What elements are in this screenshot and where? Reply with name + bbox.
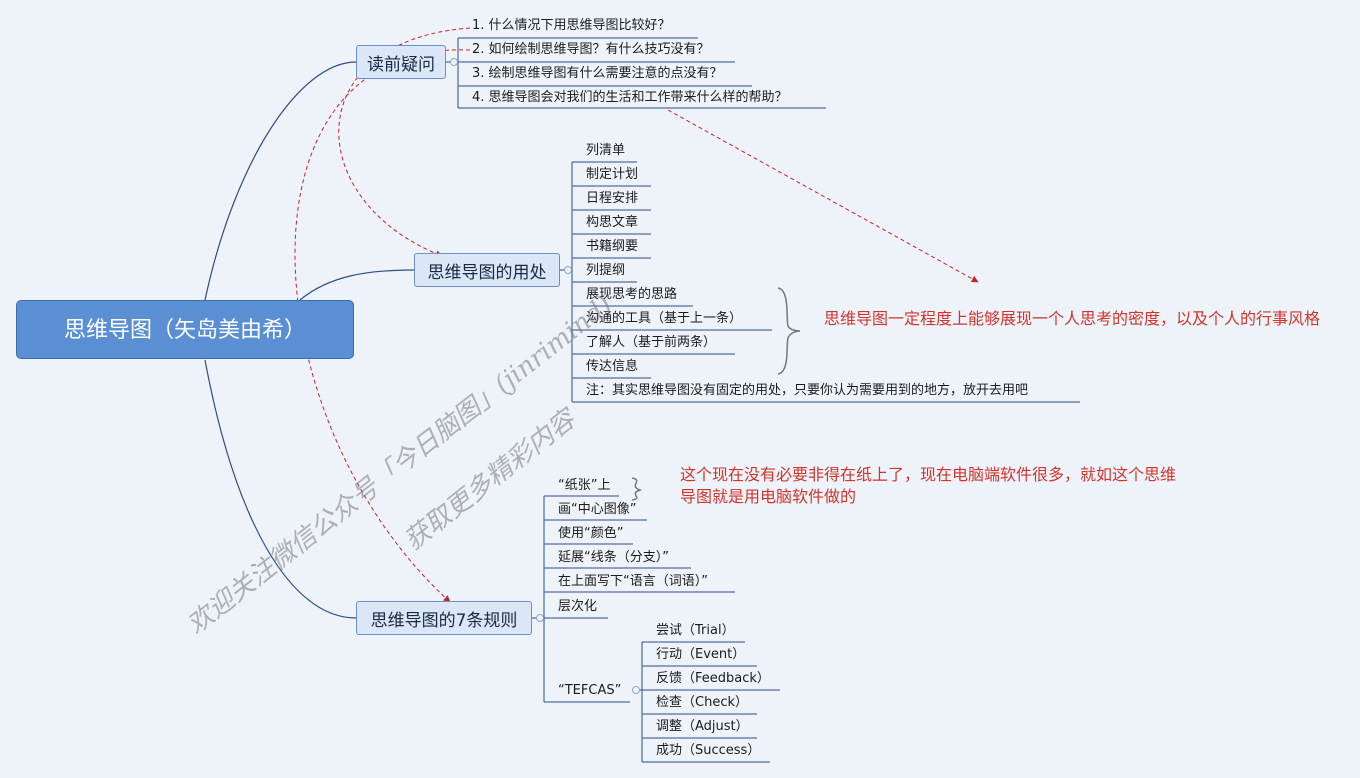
- list-item[interactable]: 反馈（Feedback）: [656, 671, 770, 686]
- collapse-toggle-icon[interactable]: [564, 266, 572, 274]
- list-item[interactable]: 层次化: [558, 599, 598, 614]
- connector-root-questions: [204, 61, 357, 301]
- list-item[interactable]: 注：其实思维导图没有固定的用处，只要你认为需要用到的地方，放开去用吧: [586, 383, 1029, 398]
- list-item[interactable]: 构思文章: [586, 215, 639, 230]
- note-rules: 这个现在没有必要非得在纸上了，现在电脑端软件很多，就如这个思维导图就是用电脑软件…: [680, 465, 1177, 506]
- list-item[interactable]: 调整（Adjust）: [656, 719, 749, 734]
- branch-rules[interactable]: 思维导图的7条规则: [356, 601, 532, 635]
- list-item[interactable]: 沟通的工具（基于上一条）: [586, 311, 743, 326]
- collapse-toggle-icon[interactable]: [536, 614, 544, 622]
- note-uses: 思维导图一定程度上能够展现一个人思考的密度，以及个人的行事风格: [824, 309, 1321, 328]
- collapse-toggle-icon[interactable]: [632, 686, 640, 694]
- root-node[interactable]: 思维导图（矢岛美由希）: [16, 300, 354, 359]
- list-item[interactable]: “纸张”上: [558, 478, 611, 493]
- list-item[interactable]: 日程安排: [586, 191, 639, 206]
- list-item[interactable]: 3. 绘制思维导图有什么需要注意的点没有？: [472, 66, 723, 81]
- list-item[interactable]: 使用“颜色”: [558, 526, 624, 541]
- list-item[interactable]: 成功（Success）: [656, 743, 761, 758]
- list-item[interactable]: 制定计划: [586, 167, 639, 182]
- branch-questions[interactable]: 读前疑问: [356, 45, 446, 79]
- list-item[interactable]: 4. 思维导图会对我们的生活和工作带来什么样的帮助？: [472, 90, 788, 105]
- list-item[interactable]: 书籍纲要: [586, 239, 639, 254]
- list-item[interactable]: 在上面写下“语言（词语）”: [558, 574, 708, 589]
- list-item[interactable]: 传达信息: [586, 359, 639, 374]
- connector-root-rules: [204, 359, 357, 619]
- list-item[interactable]: 画“中心图像”: [558, 502, 637, 517]
- list-item[interactable]: 列清单: [586, 143, 626, 158]
- list-item[interactable]: 了解人（基于前两条）: [586, 335, 717, 350]
- list-item[interactable]: 行动（Event）: [656, 647, 746, 662]
- list-item[interactable]: 尝试（Trial）: [656, 623, 735, 638]
- list-item[interactable]: 展现思考的思路: [586, 287, 678, 302]
- list-item[interactable]: 1. 什么情况下用思维导图比较好？: [472, 18, 671, 33]
- list-item[interactable]: 列提纲: [586, 263, 626, 278]
- collapse-toggle-icon[interactable]: [450, 58, 458, 66]
- connector-root-uses: [299, 269, 415, 301]
- relation-q4-to-note: [667, 109, 979, 283]
- squiggle-rules: [631, 477, 643, 501]
- list-item-tefcas[interactable]: “TEFCAS”: [558, 683, 622, 698]
- list-item[interactable]: 延展“线条（分支）”: [558, 550, 669, 565]
- relation-q1-to-uses: [338, 27, 471, 257]
- list-item[interactable]: 2. 如何绘制思维导图？有什么技巧没有？: [472, 42, 710, 57]
- branch-uses[interactable]: 思维导图的用处: [414, 253, 560, 287]
- brace-uses: [777, 287, 801, 375]
- list-item[interactable]: 检查（Check）: [656, 695, 748, 710]
